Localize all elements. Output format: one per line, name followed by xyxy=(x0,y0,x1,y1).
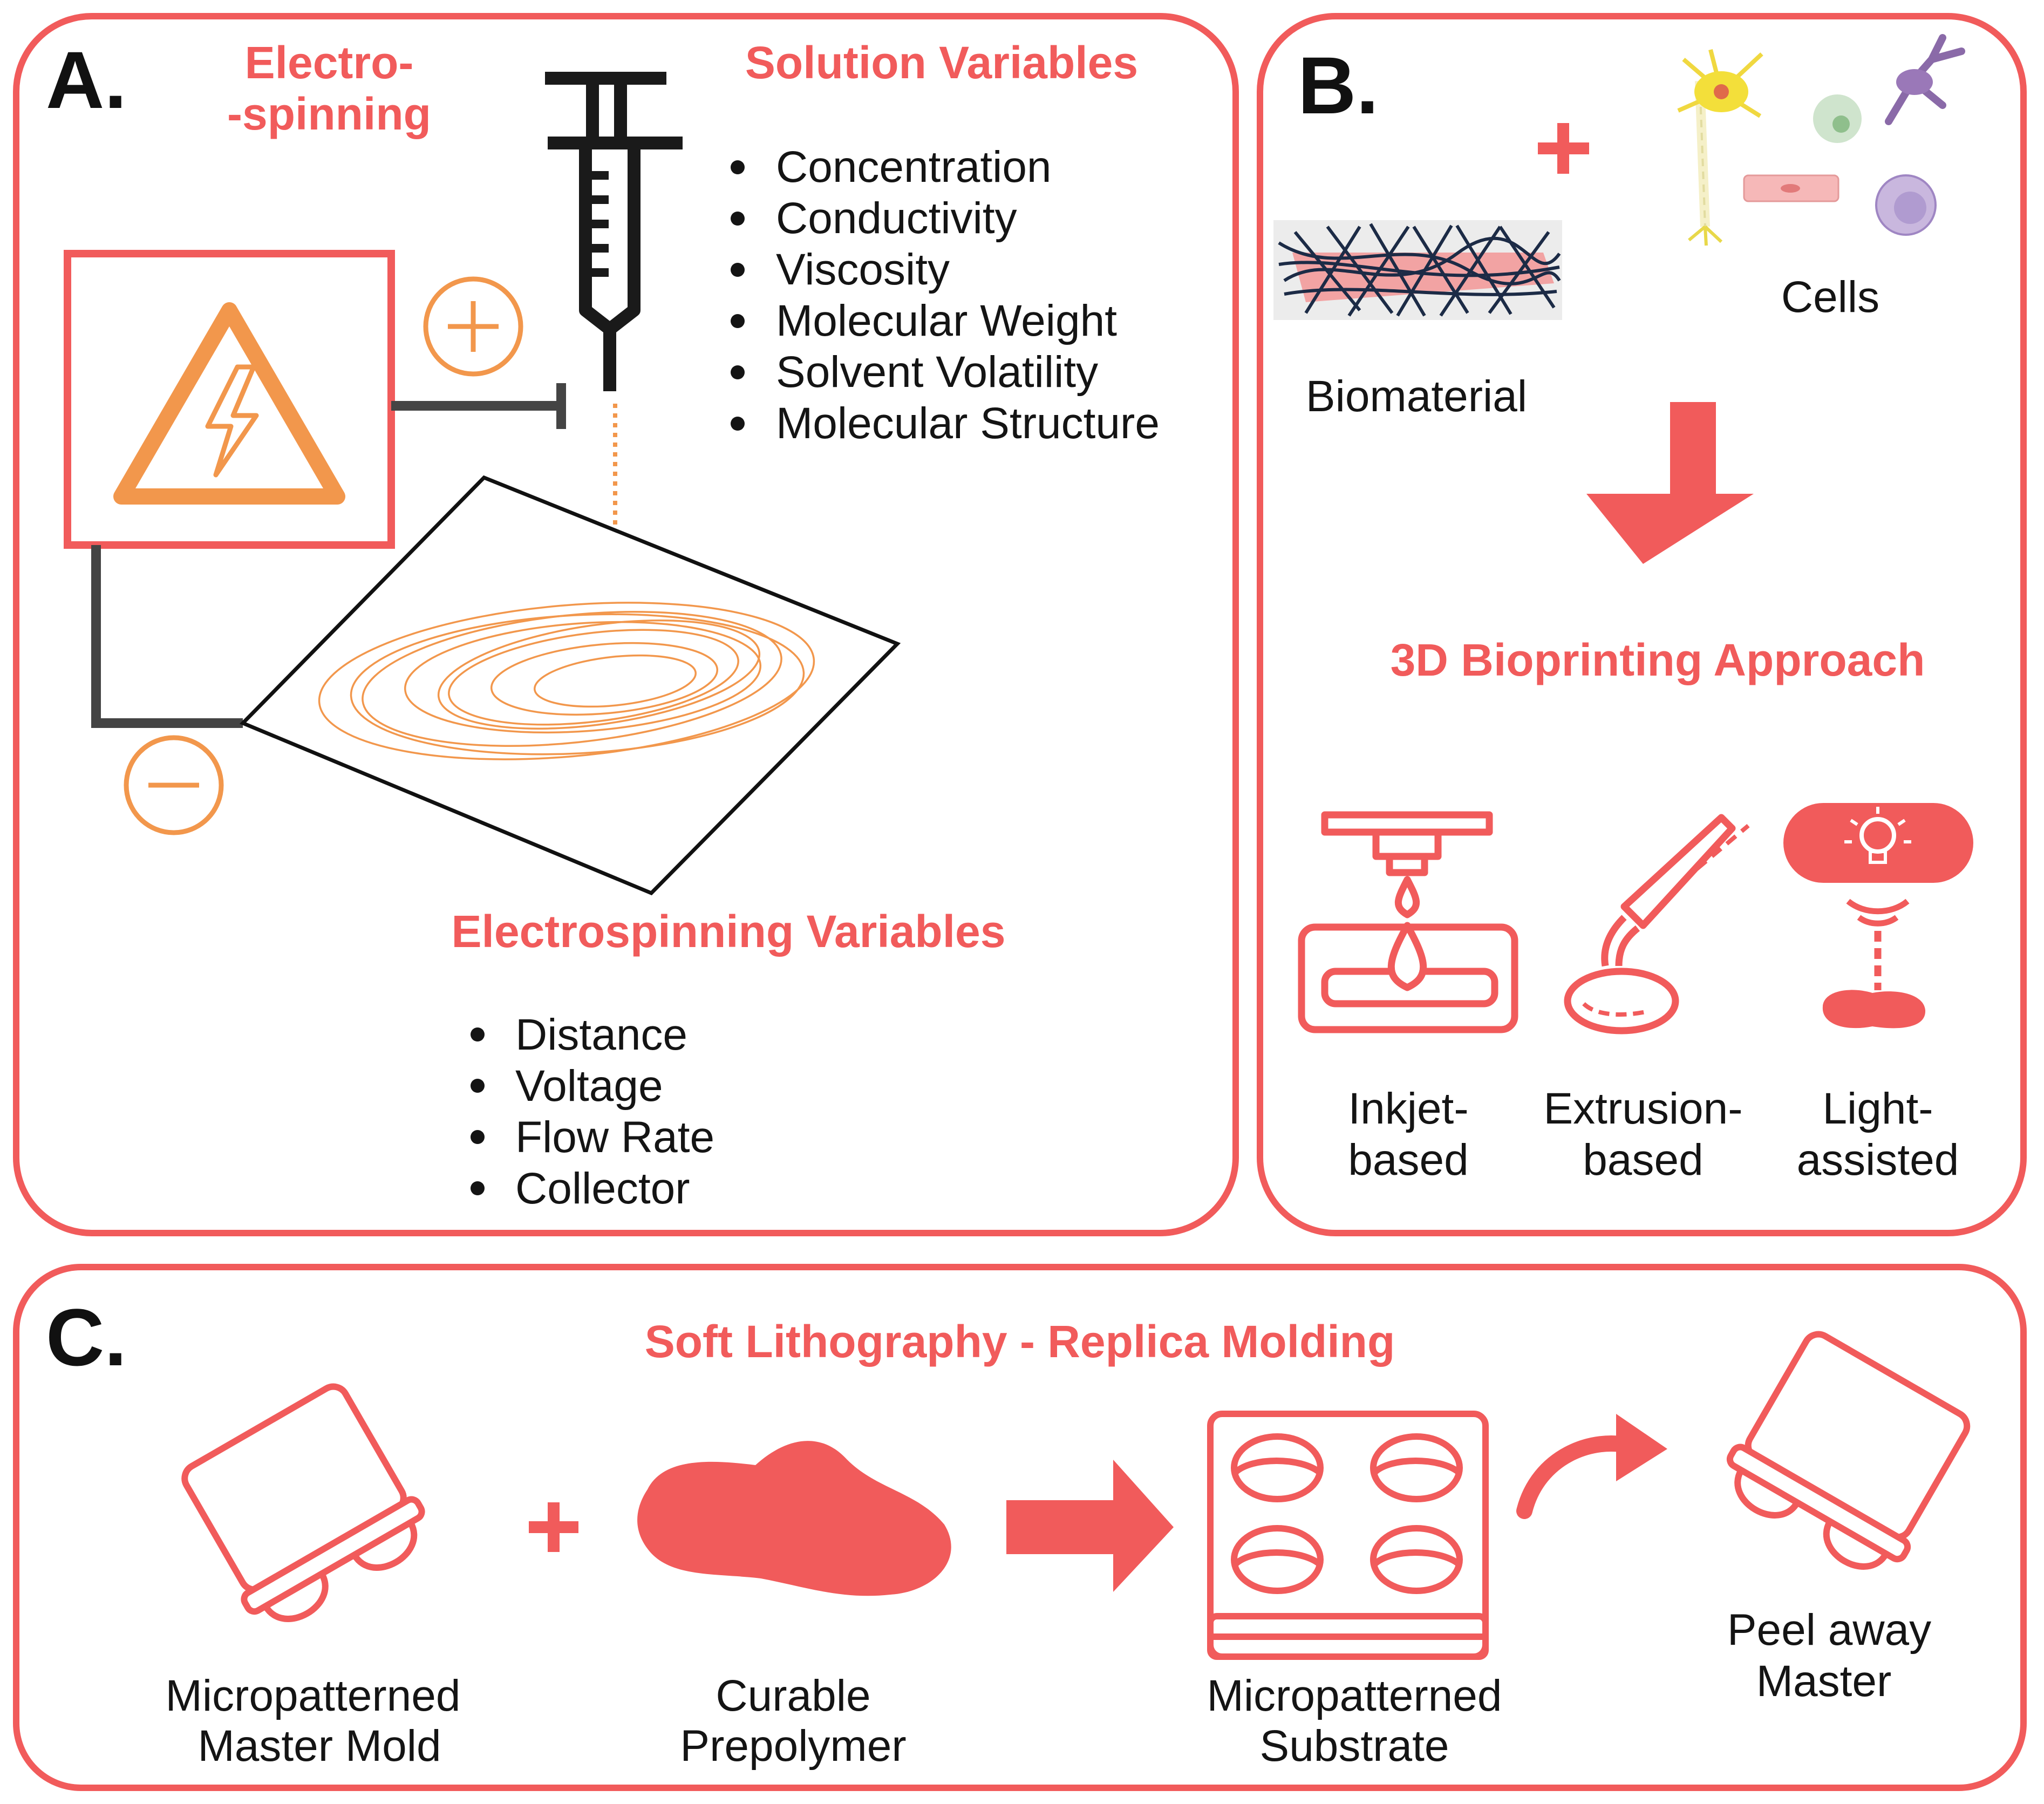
collector-plate-icon xyxy=(239,475,901,896)
soft-lithography-title: Soft Lithography - Replica Molding xyxy=(645,1316,1395,1367)
method-label: Extrusion- xyxy=(1543,1084,1742,1133)
panel-c-frame xyxy=(13,1264,2027,1791)
method-label: Inkjet- xyxy=(1348,1084,1468,1133)
solution-item: Concentration xyxy=(776,142,1052,192)
master-mold-icon xyxy=(181,1383,425,1622)
solution-item: Viscosity xyxy=(776,245,950,294)
electro-item: Flow Rate xyxy=(515,1113,714,1162)
panel-c: C. Soft Lithography - Replica Molding xyxy=(13,1264,2027,1791)
plus-sign xyxy=(1538,123,1589,174)
prepolymer-blob-icon xyxy=(637,1441,951,1596)
solution-item: Molecular Structure xyxy=(776,399,1160,448)
panel-a: A. Electro- -spinning Solution Variables xyxy=(13,13,1239,1236)
solution-variables-title: Solution Variables xyxy=(745,37,1138,88)
cell-icon xyxy=(1743,34,1965,236)
electro-item: Distance xyxy=(515,1010,687,1059)
light-bulb-icon xyxy=(1783,803,1973,1029)
step-label: Master Mold xyxy=(197,1721,441,1771)
electrospinning-variables-title: Electrospinning Variables xyxy=(452,906,1006,957)
inkjet-printer-icon xyxy=(1298,811,1518,1033)
step-label: Micropatterned xyxy=(1207,1671,1502,1720)
curved-arrow-icon xyxy=(1516,1414,1667,1519)
electrospinning-title-line2: -spinning xyxy=(227,89,431,139)
panel-b-frame xyxy=(1257,13,2027,1236)
high-voltage-warning-icon xyxy=(64,250,395,549)
step-label: Prepolymer xyxy=(680,1721,906,1771)
electrical-wires xyxy=(91,383,566,728)
panel-c-letter: C. xyxy=(46,1292,127,1383)
step-label: Master xyxy=(1756,1657,1892,1706)
panel-a-frame xyxy=(13,13,1239,1236)
cells-label: Cells xyxy=(1781,273,1879,322)
step-label: Micropatterned xyxy=(166,1671,461,1720)
method-label: based xyxy=(1583,1135,1703,1184)
peeled-master-icon xyxy=(1726,1331,1971,1570)
solution-item: Conductivity xyxy=(776,194,1017,243)
solution-item: Molecular Weight xyxy=(776,296,1117,345)
step-label: Curable xyxy=(716,1671,870,1720)
syringe-icon xyxy=(545,72,683,391)
method-label: based xyxy=(1348,1135,1468,1184)
down-arrow-icon xyxy=(1586,402,1754,564)
neuron-icon xyxy=(1677,49,1763,246)
electrospinning-title-line1: Electro- xyxy=(245,37,414,88)
positive-terminal-icon xyxy=(423,276,523,377)
substrate-wells-icon xyxy=(1207,1411,1489,1660)
electrospinning-variables-list: Distance Voltage Flow Rate Collector xyxy=(471,1010,714,1213)
right-arrow-icon xyxy=(1006,1460,1174,1592)
panel-b-letter: B. xyxy=(1298,40,1379,131)
solution-item: Solvent Volatility xyxy=(776,348,1098,397)
method-label: assisted xyxy=(1797,1135,1959,1184)
method-label: Light- xyxy=(1822,1084,1933,1133)
extrusion-nozzle-icon xyxy=(1564,814,1750,1034)
bioprinting-approach-title: 3D Bioprinting Approach xyxy=(1391,635,1925,685)
plus-sign xyxy=(529,1502,578,1552)
step-label: Peel away xyxy=(1727,1605,1931,1655)
electro-item: Voltage xyxy=(515,1061,663,1111)
biomaterial-label: Biomaterial xyxy=(1306,372,1527,421)
fiber-mesh-icon xyxy=(1273,220,1562,320)
panel-b: B. Biomaterial xyxy=(1257,13,2027,1236)
solution-variables-list: Concentration Conductivity Viscosity Mol… xyxy=(731,142,1160,448)
step-label: Substrate xyxy=(1260,1721,1449,1771)
electro-item: Collector xyxy=(515,1164,690,1213)
panel-a-letter: A. xyxy=(46,35,127,125)
negative-terminal-icon xyxy=(124,735,224,835)
